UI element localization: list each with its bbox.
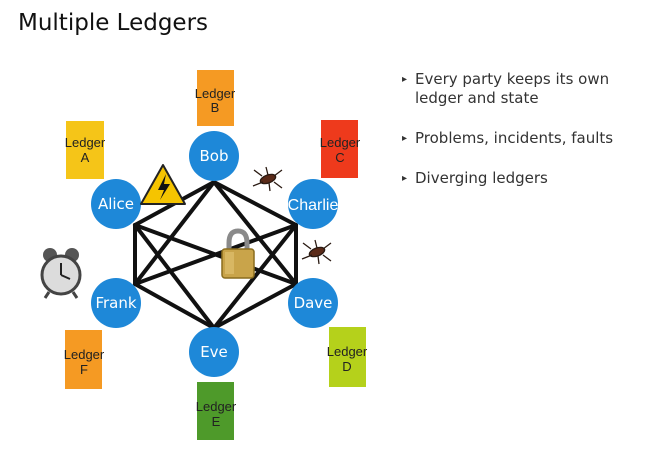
node-label: Frank [95,294,136,312]
node-alice: Alice [91,179,141,229]
ledger-a: Ledger A [65,121,106,179]
node-eve: Eve [189,327,239,377]
network-edges [133,180,298,330]
edge [133,223,298,286]
ledger-b-label: Ledger [195,86,236,101]
ledger-c: Ledger C [320,120,361,178]
ledger-e-letter: E [212,414,221,429]
node-bob: Bob [189,131,239,181]
ledger-e: Ledger E [196,382,237,440]
padlock-icon [221,228,255,279]
ledger-b-letter: B [211,100,220,115]
edge [133,180,216,286]
edge [212,223,298,330]
alarm-clock-icon [40,248,82,299]
bullet-item: Every party keeps its own ledger and sta… [402,70,647,108]
ledger-f-label: Ledger [64,347,105,362]
node-dave: Dave [288,278,338,328]
edge [212,282,298,330]
ledger-a-label: Ledger [65,135,106,150]
ledger-c-label: Ledger [320,135,361,150]
page-title: Multiple Ledgers [18,10,209,36]
bullet-list: Every party keeps its own ledger and sta… [402,70,647,209]
node-label: Alice [98,195,134,213]
node-label: Bob [200,147,229,165]
bullet-item: Diverging ledgers [402,169,647,188]
bug-icon [252,166,283,192]
ledger-a-letter: A [81,150,90,165]
edge [212,180,298,227]
node-frank: Frank [91,278,141,328]
edge [212,180,298,286]
ledger-d-label: Ledger [327,344,368,359]
bullet-item: Problems, incidents, faults [402,129,647,148]
warning-lightning-icon [140,164,186,205]
edge [133,282,216,330]
bug-icon [301,239,332,265]
ledger-f: Ledger F [64,330,105,389]
ledger-d-letter: D [342,359,351,374]
ledger-b: Ledger B [195,70,236,126]
node-label: Charlie [288,197,339,214]
node-label: Dave [294,294,333,312]
edge [133,223,216,330]
node-charlie: Charlie [288,179,339,229]
ledger-f-letter: F [80,362,88,377]
ledger-e-label: Ledger [196,399,237,414]
ledger-d: Ledger D [327,327,368,387]
node-label: Eve [200,343,228,361]
ledger-c-letter: C [335,150,344,165]
